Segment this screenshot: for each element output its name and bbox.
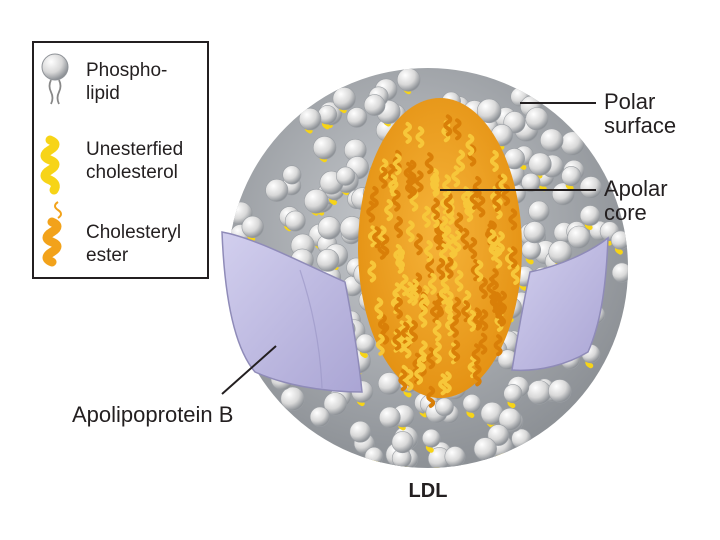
phospholipid-head — [379, 407, 400, 428]
phospholipid-head — [281, 387, 305, 411]
apolipoprotein-label: Apolipoprotein B — [72, 402, 233, 427]
apolar-core-line2: core — [604, 200, 647, 225]
legend-label-phospholipid-line2: lipid — [86, 83, 120, 104]
legend: Phospho- lipid Unesterfied cholesterol C… — [33, 42, 208, 278]
phospholipid-head — [504, 384, 522, 402]
legend-label-ester-line2: ester — [86, 245, 129, 266]
phospholipid-head — [612, 263, 631, 282]
phospholipid-head — [422, 429, 440, 447]
phospholipid-head — [527, 381, 551, 405]
phospholipid-head — [283, 166, 301, 184]
phospholipid-head — [568, 226, 590, 248]
phospholipid-head — [304, 189, 328, 213]
phospholipid-head — [266, 179, 288, 201]
phospholipid-head — [529, 201, 550, 222]
phospholipid-head — [333, 87, 356, 110]
phospholipid-head — [529, 153, 552, 176]
phospholipid-head — [350, 421, 371, 442]
phospholipid-head — [364, 95, 385, 116]
phospholipid-head — [526, 108, 549, 131]
phospholipid-head — [436, 398, 454, 416]
phospholipid-head — [463, 394, 481, 412]
phospholipid-head — [524, 222, 545, 243]
phospholipid-head — [317, 249, 339, 271]
phospholipid-head — [522, 240, 541, 259]
legend-label-cholesterol-line2: cholesterol — [86, 162, 178, 183]
phospholipid-head — [562, 166, 581, 185]
apolar-core-line1: Apolar — [604, 176, 668, 201]
phospholipid-head — [336, 167, 355, 186]
phospholipid-head — [318, 217, 341, 240]
phospholipid-head — [580, 177, 602, 199]
phospholipid-head — [540, 129, 563, 152]
phospholipid-head — [611, 231, 629, 249]
phospholipid-head — [347, 107, 367, 127]
phospholipid-head — [313, 136, 336, 159]
phospholipid-head — [548, 380, 571, 403]
phospholipid-head — [285, 211, 305, 231]
phospholipid-head — [445, 446, 465, 466]
phospholipid-head — [561, 132, 585, 156]
legend-label-cholesterol-line1: Unesterfied — [86, 139, 183, 160]
phospholipid-head — [356, 334, 375, 353]
polar-surface-line1: Polar — [604, 89, 655, 114]
phospholipid-head — [580, 206, 600, 226]
polar-surface-line2: surface — [604, 113, 676, 138]
phospholipid-head — [397, 68, 420, 91]
phospholipid-head — [310, 407, 330, 427]
phospholipid-head — [299, 108, 321, 130]
ldl-particle — [222, 68, 632, 471]
legend-label-ester-line1: Cholesteryl — [86, 222, 181, 243]
phospholipid-head — [474, 438, 497, 461]
ldl-caption: LDL — [409, 480, 448, 502]
phospholipid-head — [392, 431, 413, 452]
legend-label-phospholipid-line1: Phospho- — [86, 60, 167, 81]
phospholipid-head — [242, 216, 264, 238]
phospholipid-head — [365, 447, 383, 465]
